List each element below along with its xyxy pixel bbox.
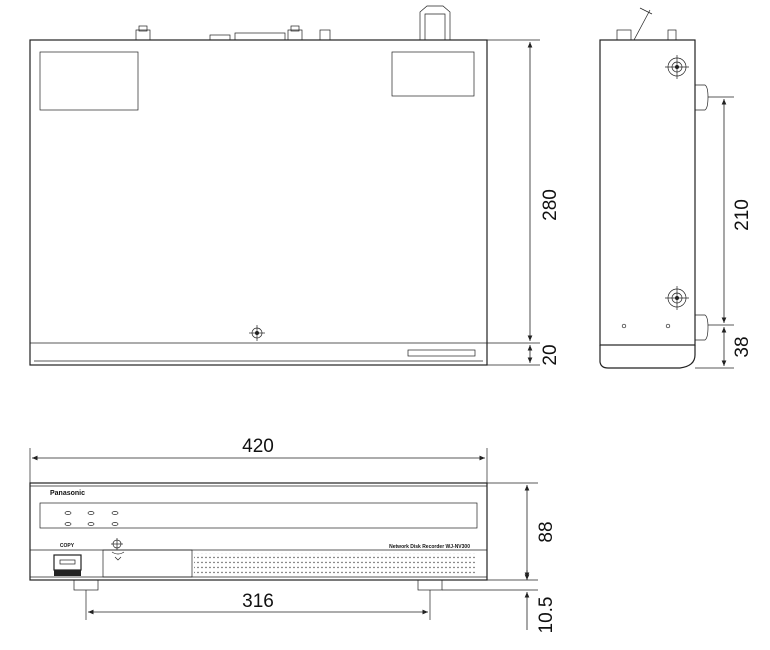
indicator-window [39, 502, 478, 529]
dim-10-5: 10.5 [536, 597, 557, 634]
label-plate [391, 51, 475, 97]
foot [73, 579, 99, 591]
foot [417, 579, 443, 591]
rear-connectors [135, 5, 451, 41]
dim-20: 20 [540, 344, 561, 365]
dim-88: 88 [536, 521, 557, 542]
side-view: 210 38 [599, 7, 753, 369]
model-label: Network Disk Recorder WJ-NV300 [389, 544, 470, 550]
power-button-icon [111, 538, 123, 550]
dim-210: 210 [732, 199, 753, 231]
vent-grille [194, 553, 476, 575]
copy-label: COPY [60, 543, 75, 549]
dim-280: 280 [540, 189, 561, 221]
front-door [102, 549, 193, 578]
dim-316: 316 [242, 591, 274, 612]
screw-icon [665, 55, 689, 79]
foot [695, 314, 709, 341]
front-strip [407, 349, 476, 357]
usb-port [53, 554, 82, 571]
dim-38: 38 [732, 336, 753, 357]
top-view: 280 20 [29, 5, 561, 366]
brand-logo: Panasonic [50, 490, 85, 497]
screw-icon [665, 286, 689, 310]
screw-icon [249, 325, 265, 341]
foot [695, 84, 709, 111]
led-indicators [64, 511, 119, 526]
dim-420: 420 [242, 436, 274, 457]
label-plate [39, 51, 139, 111]
front-view: 420 Panasonic Network Disk Recorder WJ-N… [29, 436, 557, 634]
